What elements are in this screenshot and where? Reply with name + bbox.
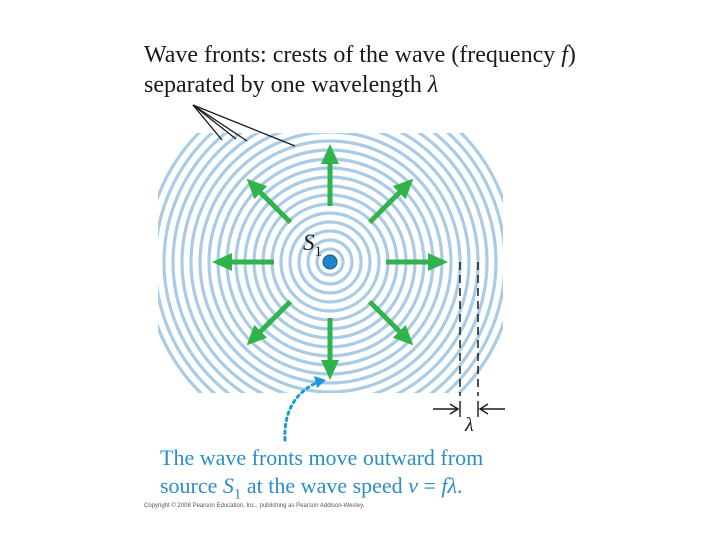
dotted-pointer-head [314,376,326,388]
arrow-shaft-2 [367,189,403,225]
speed-symbol: v [408,473,418,498]
arrow-head-3 [321,144,339,164]
arrow-shaft-6 [257,299,293,335]
wave-front-13 [207,139,453,385]
wavelength-arrows [433,401,505,417]
bottom-caption-line-2: source S1 at the wave speed v = fλ. [160,473,463,503]
pointer-line-3 [192,104,248,142]
wave-front-4 [288,220,372,304]
wavelength-markers [459,262,479,396]
source-dot [322,254,338,270]
wave-front-1 [315,247,345,277]
dotted-pointer [283,380,320,442]
arrow-head-5 [212,253,232,271]
arrow-head-4 [246,178,268,200]
wave-front-2 [306,238,354,286]
frequency-symbol: f [561,42,568,68]
copyright-notice: Copyright © 2008 Pearson Education, Inc.… [144,503,365,509]
wavelength-label: λ [464,414,474,436]
source-label: S1 [303,230,322,260]
bottom-caption: The wave fronts move outward from source… [160,444,600,508]
wave-front-5 [279,211,381,313]
arrow-shaft-4 [257,189,293,225]
wave-front-3 [297,229,363,295]
wavelength-symbol: λ [427,72,439,98]
arrow-head-8 [392,324,414,346]
wave-front-18 [162,133,498,393]
speed-formula: fλ [441,473,458,498]
pointer-line-1 [192,104,223,141]
bottom-caption-line-1: The wave fronts move outward from [160,445,484,470]
wave-front-15 [189,133,471,393]
top-caption-line-2: separated by one wavelength λ [144,72,439,98]
arrow-head-1 [428,253,448,271]
propagation-arrows [212,144,448,380]
top-caption: Wave fronts: crests of the wave (frequen… [144,40,624,100]
pointer-line-2 [192,104,237,140]
source-symbol: S [222,473,234,498]
arrow-head-7 [321,360,339,380]
pointer-line-4 [192,104,296,147]
caption-pointer-lines [192,104,296,147]
arrow-shaft-8 [367,299,403,335]
top-caption-line-1: Wave fronts: crests of the wave (frequen… [144,42,576,68]
wave-front-17 [171,133,489,393]
arrow-head-2 [392,178,414,200]
arrow-head-6 [246,324,268,346]
